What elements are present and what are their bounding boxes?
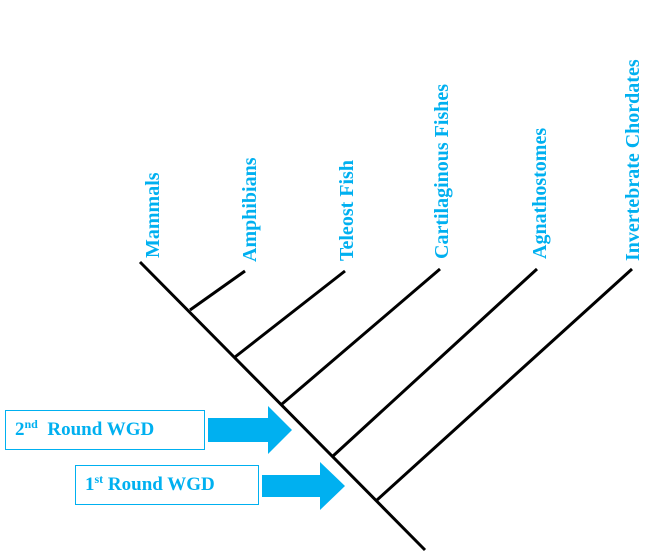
branch-amphibians	[189, 269, 246, 312]
first-round-ordinal: 1	[85, 474, 95, 495]
second-round-ordinal: 2	[15, 419, 25, 440]
branch-cartilaginous-fishes	[281, 267, 441, 406]
branch-teleost-fish	[234, 269, 346, 359]
first-round-text: Round WGD	[107, 474, 215, 495]
second-round-suffix: nd	[24, 417, 38, 431]
second-round-text: Round WGD	[47, 419, 155, 440]
taxon-label-amphibians: Amphibians	[239, 157, 261, 262]
branch-agnathostomes	[331, 267, 539, 458]
taxon-label-cartilaginous-fishes: Cartilaginous Fishes	[431, 84, 453, 259]
taxon-label-invertebrate-chordates: Invertebrate Chordates	[622, 59, 644, 261]
branch-invertebrate-chordates	[375, 267, 634, 502]
first-round-wgd-box: 1st Round WGD	[75, 465, 259, 505]
first-round-suffix: st	[94, 472, 104, 486]
taxon-label-mammals: Mammals	[142, 172, 164, 258]
second-round-arrow-icon	[208, 406, 292, 454]
first-round-arrow-icon	[262, 462, 345, 510]
taxon-label-teleost-fish: Teleost Fish	[336, 160, 358, 261]
second-round-wgd-box: 2nd Round WGD	[5, 410, 205, 450]
tree-trunk	[138, 260, 427, 552]
taxon-label-agnathostomes: Agnathostomes	[529, 128, 551, 259]
